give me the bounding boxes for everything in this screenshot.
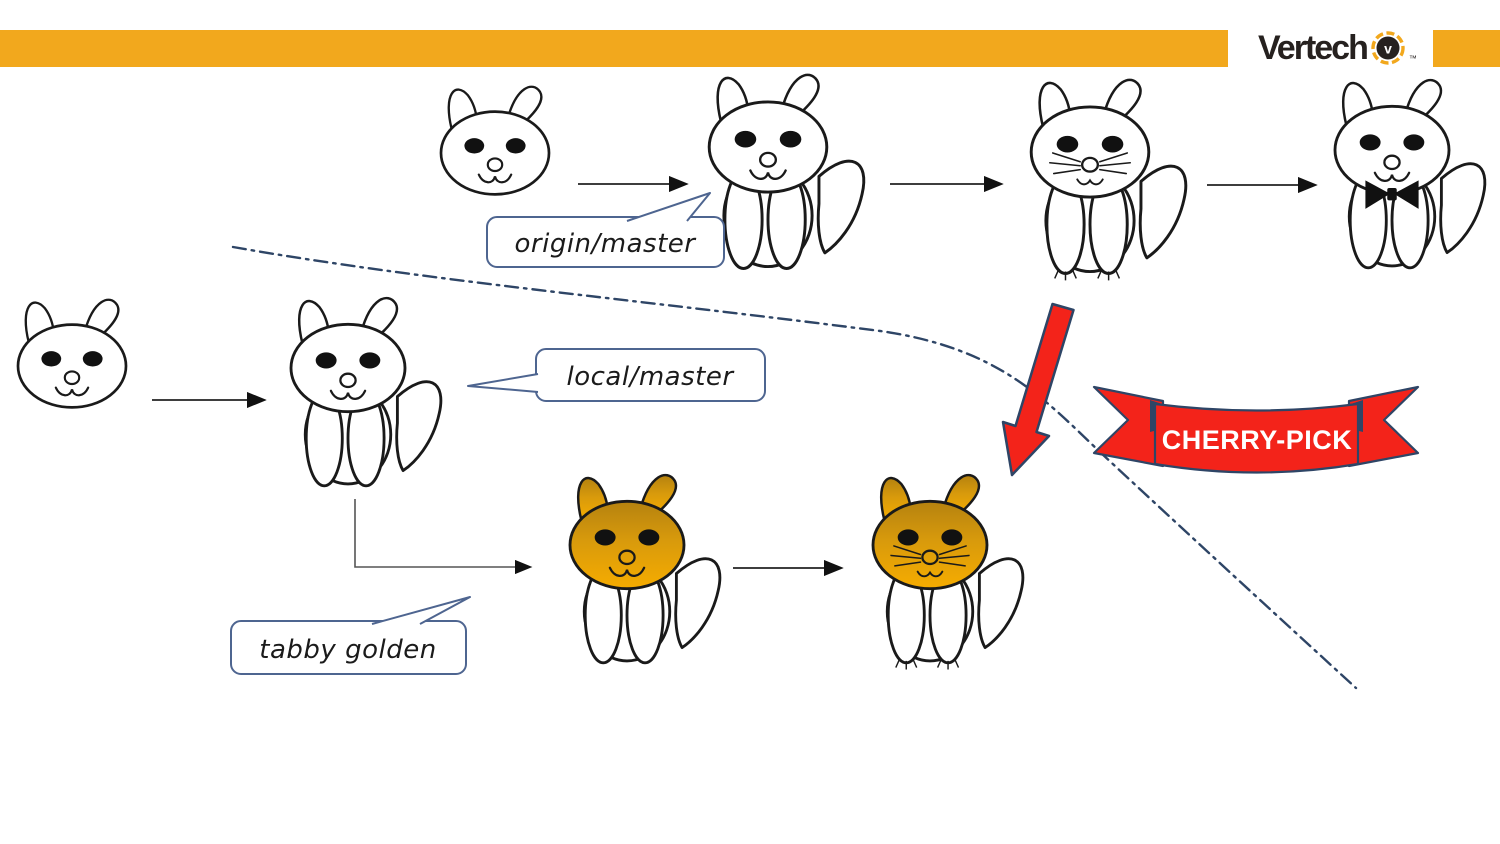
ribbon-band	[1153, 402, 1360, 474]
trademark-symbol: ™	[1408, 54, 1417, 63]
local-master-label: local/master	[566, 362, 735, 392]
cherry-pick-ribbon: CHERRY-PICK	[1092, 385, 1420, 474]
cherry-pick-arrow	[1001, 302, 1075, 477]
cats-layer	[16, 73, 1487, 670]
cherry-pick-label: CHERRY-PICK	[1162, 425, 1353, 455]
tabby-commit-1-cat	[568, 473, 722, 665]
origin-master-bubble: origin/master	[486, 192, 725, 268]
svg-text:v: v	[1384, 41, 1392, 57]
local-commit-1-cat	[16, 298, 128, 409]
remote-commit-2-cat	[707, 73, 866, 270]
ribbon-left-wing	[1092, 385, 1165, 468]
tabby-golden-label: tabby golden	[259, 635, 436, 665]
vertech-logo: Vertech v ™	[1258, 27, 1417, 69]
branch-connector	[354, 499, 533, 575]
remote-commit-4-cat	[1333, 78, 1487, 270]
remote-commit-1-cat	[439, 85, 551, 196]
brand-name: Vertech	[1258, 28, 1369, 67]
arrows-layer	[152, 175, 1318, 577]
tabby-commit-2-cat	[871, 473, 1025, 670]
vertech-logo-icon: v	[1370, 30, 1406, 66]
tabby-golden-bubble: tabby golden	[230, 596, 471, 675]
ribbon-right-wing	[1347, 385, 1420, 468]
origin-master-label: origin/master	[515, 229, 698, 259]
remote-commit-3-cat	[1029, 78, 1188, 281]
local-commit-2-cat	[289, 296, 443, 488]
remote-local-boundary-line	[231, 245, 1358, 690]
local-master-bubble: local/master	[467, 348, 766, 402]
header-bar-left	[0, 30, 1228, 67]
header-bar-right	[1433, 30, 1500, 67]
